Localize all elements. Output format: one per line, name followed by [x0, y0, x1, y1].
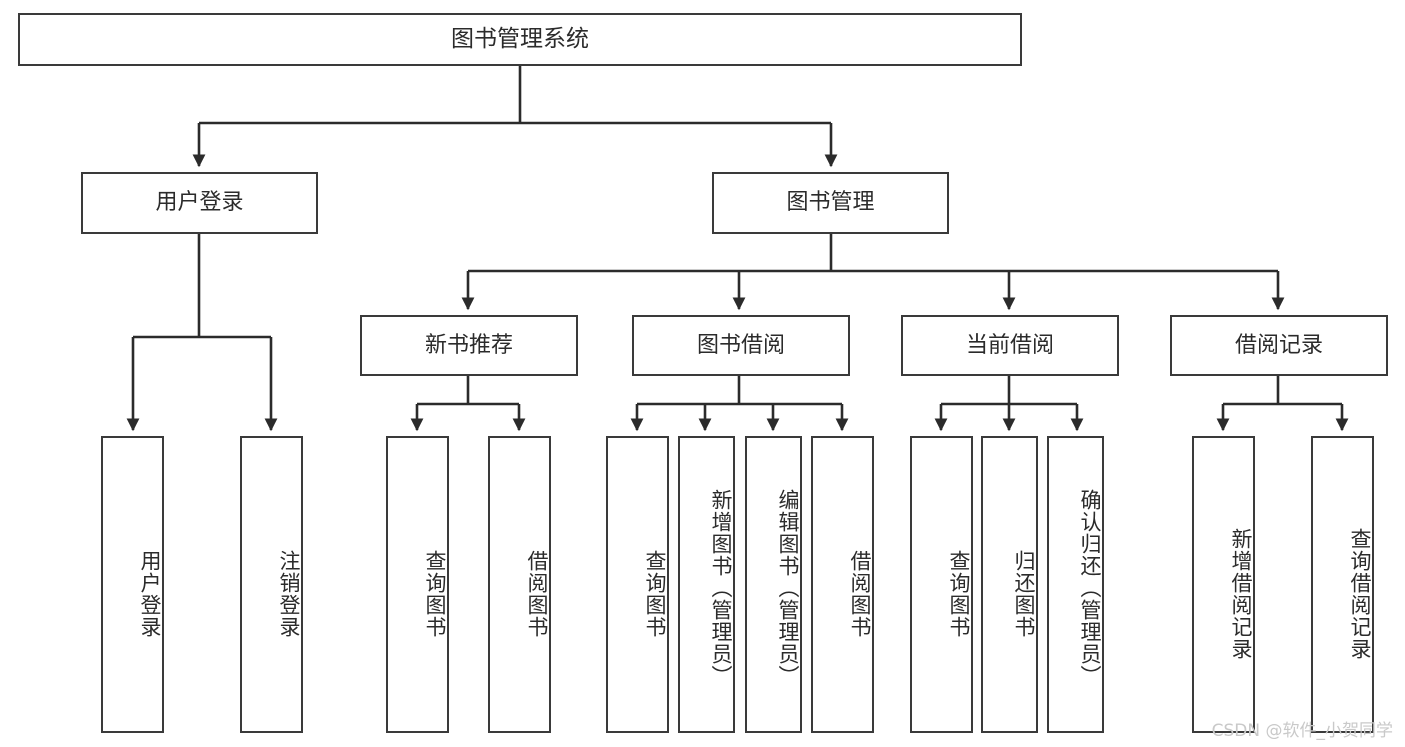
- node-borrow-record[interactable]: 借阅记录: [1170, 315, 1388, 376]
- node-leaf-newbook-borrow-book-label: 借阅图书: [525, 549, 549, 638]
- node-leaf-add-book-admin[interactable]: 新增图书（管理员）: [678, 436, 735, 733]
- node-book-management-label: 图书管理: [786, 190, 875, 216]
- node-root-system[interactable]: 图书管理系统: [18, 13, 1022, 66]
- node-current-borrow-label: 当前借阅: [965, 332, 1054, 358]
- node-leaf-newbook-query-book-label: 查询图书: [423, 549, 447, 638]
- node-leaf-add-borrow-record[interactable]: 新增借阅记录: [1192, 436, 1255, 733]
- node-leaf-return-book-label: 归还图书: [1012, 549, 1036, 638]
- node-leaf-current-query-book-label: 查询图书: [947, 549, 971, 638]
- node-user-login-label: 用户登录: [155, 190, 244, 216]
- node-leaf-edit-book-admin-label: 编辑图书（管理员）: [776, 488, 800, 687]
- node-borrow-record-label: 借阅记录: [1234, 332, 1323, 358]
- node-leaf-logout-label: 注销登录: [277, 549, 301, 638]
- node-leaf-borrow-query-book[interactable]: 查询图书: [606, 436, 669, 733]
- node-leaf-logout[interactable]: 注销登录: [240, 436, 303, 733]
- node-leaf-add-borrow-record-label: 新增借阅记录: [1229, 527, 1253, 660]
- node-leaf-query-borrow-record-label: 查询借阅记录: [1348, 527, 1372, 660]
- node-new-book-recommend[interactable]: 新书推荐: [360, 315, 578, 376]
- csdn-watermark: CSDN @软件_小贺同学: [1211, 721, 1393, 741]
- node-book-management[interactable]: 图书管理: [712, 172, 949, 234]
- node-leaf-borrow-book-label: 借阅图书: [848, 549, 872, 638]
- node-book-borrow-label: 图书借阅: [696, 332, 785, 358]
- node-leaf-edit-book-admin[interactable]: 编辑图书（管理员）: [745, 436, 802, 733]
- node-user-login[interactable]: 用户登录: [81, 172, 318, 234]
- node-leaf-user-login-label: 用户登录: [138, 549, 162, 638]
- node-current-borrow[interactable]: 当前借阅: [901, 315, 1119, 376]
- node-leaf-return-book[interactable]: 归还图书: [981, 436, 1038, 733]
- node-root-label: 图书管理系统: [451, 25, 589, 52]
- node-leaf-user-login[interactable]: 用户登录: [101, 436, 164, 733]
- node-leaf-query-borrow-record[interactable]: 查询借阅记录: [1311, 436, 1374, 733]
- node-book-borrow[interactable]: 图书借阅: [632, 315, 850, 376]
- node-leaf-add-book-admin-label: 新增图书（管理员）: [709, 488, 733, 687]
- node-leaf-current-query-book[interactable]: 查询图书: [910, 436, 973, 733]
- node-leaf-newbook-borrow-book[interactable]: 借阅图书: [488, 436, 551, 733]
- node-new-book-recommend-label: 新书推荐: [424, 332, 513, 358]
- node-leaf-newbook-query-book[interactable]: 查询图书: [386, 436, 449, 733]
- node-leaf-borrow-query-book-label: 查询图书: [643, 549, 667, 638]
- node-leaf-confirm-return-admin[interactable]: 确认归还（管理员）: [1047, 436, 1104, 733]
- node-leaf-confirm-return-admin-label: 确认归还（管理员）: [1078, 488, 1102, 687]
- node-leaf-borrow-book[interactable]: 借阅图书: [811, 436, 874, 733]
